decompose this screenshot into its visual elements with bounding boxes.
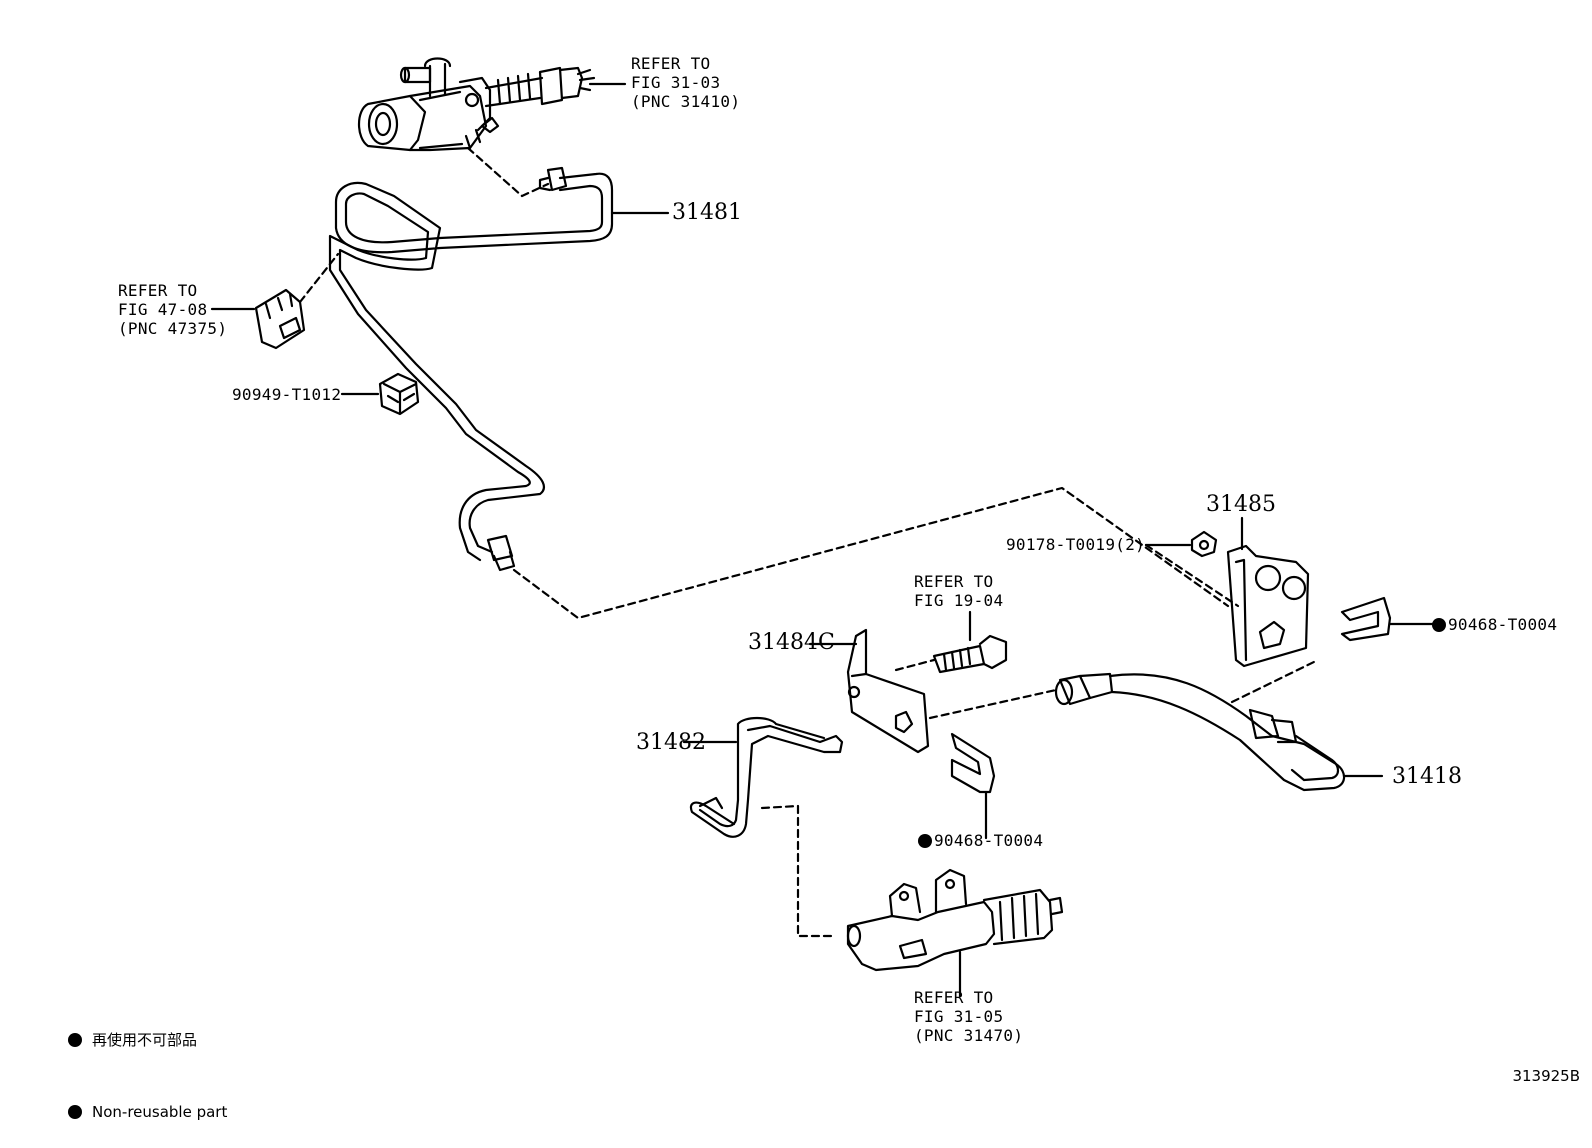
ref-left-line3: (PNC 47375)	[118, 319, 228, 338]
non-reusable-dot-icon	[68, 1105, 82, 1119]
non-reusable-dot-icon	[918, 834, 932, 848]
legend-jp-text: 再使用不可部品	[92, 1031, 198, 1049]
diagram-code: 313925B	[1512, 1067, 1580, 1085]
ref-left-line1: REFER TO	[118, 281, 198, 300]
label-90468-bottom: 90468-T0004	[918, 831, 1043, 850]
legend: 再使用不可部品 Non-reusable part	[68, 980, 227, 1148]
pipe-31481	[328, 166, 670, 572]
label-90949: 90949-T1012	[232, 385, 342, 404]
label-31418: 31418	[1392, 764, 1462, 789]
pipe-31482	[682, 716, 844, 838]
nut-90178	[1144, 530, 1218, 558]
ref-bottom-line2: FIG 31-05	[914, 1007, 1004, 1026]
bracket-31485	[1226, 516, 1310, 668]
label-31481: 31481	[672, 200, 742, 225]
legend-en: Non-reusable part	[68, 1100, 227, 1124]
label-90468-bottom-text: 90468-T0004	[934, 831, 1044, 850]
label-90468-right: 90468-T0004	[1432, 615, 1557, 634]
label-90178: 90178-T0019(2)	[1006, 535, 1146, 554]
non-reusable-dot-icon	[68, 1033, 82, 1047]
label-31482: 31482	[636, 730, 706, 755]
legend-en-text: Non-reusable part	[92, 1103, 228, 1121]
ref-top-line2: FIG 31-03	[631, 73, 721, 92]
ref-left-line2: FIG 47-08	[118, 300, 208, 319]
ref-top-line3: (PNC 31410)	[631, 92, 741, 111]
clip-90468-right	[1340, 596, 1434, 642]
release-cylinder	[846, 868, 1064, 998]
master-cylinder	[357, 57, 627, 152]
clamp-47375	[210, 288, 306, 350]
label-90468-right-text: 90468-T0004	[1448, 615, 1558, 634]
ref-bottom-line1: REFER TO	[914, 988, 994, 1007]
ref-top-line1: REFER TO	[631, 54, 711, 73]
ref-mid-line1: REFER TO	[914, 572, 994, 591]
bolt-19-04	[932, 610, 1008, 674]
label-31484c: 31484C	[748, 630, 835, 655]
clip-90949	[340, 372, 420, 416]
bracket-31484c	[808, 628, 930, 754]
label-31485: 31485	[1206, 492, 1276, 517]
legend-jp: 再使用不可部品	[68, 1028, 227, 1052]
ref-bottom-line3: (PNC 31470)	[914, 1026, 1024, 1045]
parts-diagram	[210, 57, 1434, 998]
non-reusable-dot-icon	[1432, 618, 1446, 632]
hose-31418	[1054, 672, 1384, 792]
clip-90468-bottom	[950, 732, 996, 840]
ref-mid-line2: FIG 19-04	[914, 591, 1004, 610]
